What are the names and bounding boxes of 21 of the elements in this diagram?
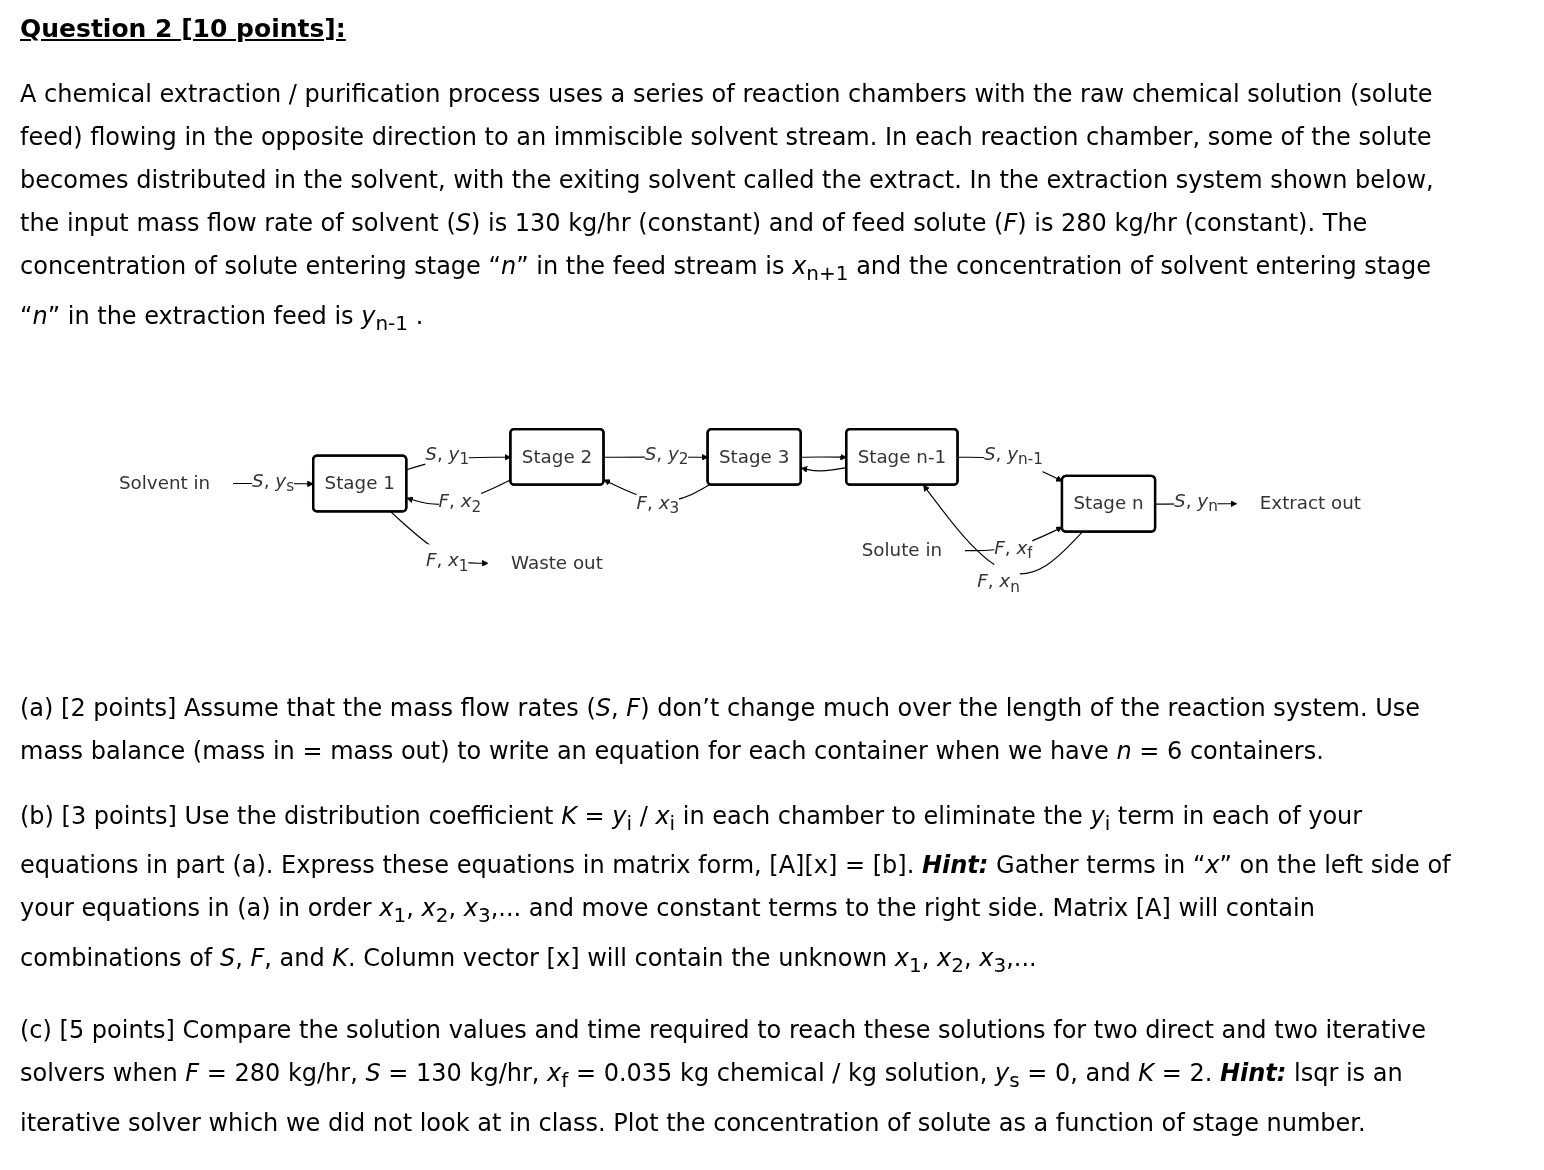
arrow: [923, 485, 1084, 575]
node-text: Solute in: [861, 540, 943, 562]
question-title: Question 2 [10 points]:: [20, 14, 346, 43]
edge-label: F, x$_{n}$: [977, 571, 1020, 596]
edge-label: F, x$_{1}$: [425, 550, 469, 576]
question-part: (c) [5 points] Compare the solution values and time required to reach these solutions for two direct and two iterative solvers when F = 280 kg/hr, S = 130 kg/hr, x$_{f}$ = 0.035 kg chemical / kg solution, y$_{s}$ = 0, and K = 2. Hint: lsqr is an iterative solver which we did not look at in class. Plot the concentration of solute as a function of stage number.: [20, 1015, 1428, 1139]
question-text: A chemical extraction / purification process uses a series of reaction chambers with the raw chemical solution (solute feed) flowing in the opposite direction to an immiscible solvent stream. In each reaction chamber, some of the solute becomes distributed in the solvent, with the exiting solvent called the extract. In the extraction system shown below, the input mass flow rate of solvent (S) is 130 kg/hr (constant) and of feed solute (F) is 280 kg/hr (constant). The concentration of solute entering stage “n” in the feed stream is x$_{n+1}$ and the concentration of solvent entering stage “n” in the extraction feed is y$_{n-1}$ .: [20, 79, 1435, 337]
edge-label: F, x$_{2}$: [438, 490, 482, 516]
node-text: Solvent in: [118, 472, 211, 495]
edge-label: F, x$_{f}$: [994, 537, 1033, 563]
question-part: (a) [2 points] Assume that the mass flow rates (S, F) don’t change much over the length of the reaction system. Use mass balance (mass in = mass out) to write an equation for each container when we have n = 6 containers.: [20, 692, 1422, 767]
edge-label: F, x$_{3}$: [636, 492, 680, 518]
node-text: Waste out: [511, 552, 603, 575]
question-part: (b) [3 points] Use the distribution coefficient K = y$_{i}$ / x$_{i}$ in each chamber to eliminate the y$_{i}$ term in each of your equations in part (a). Express these equations in matrix form, [A][x] = [b]. Hint: Gather terms in “x” on the left side of your equations in (a) in order x$_{1}$, x$_{2}$, x$_{3}$,... and move constant terms to the right side. Matrix [A] will contain combinations of S, F, and K. Column vector [x] will contain the unknown x$_{1}$, x$_{2}$, x$_{3}$,...: [20, 800, 1452, 979]
edge-label: S, y$_{1}$: [425, 443, 470, 469]
node-text: Extract out: [1259, 493, 1362, 515]
edge-label: S, y$_{n-1}$: [983, 443, 1043, 469]
edge-label: S, y$_{n}$: [1174, 490, 1218, 516]
edge-label: S, y$_{s}$: [252, 470, 295, 496]
edge-label: S, y$_{2}$: [644, 443, 689, 469]
arrow: [800, 454, 847, 462]
